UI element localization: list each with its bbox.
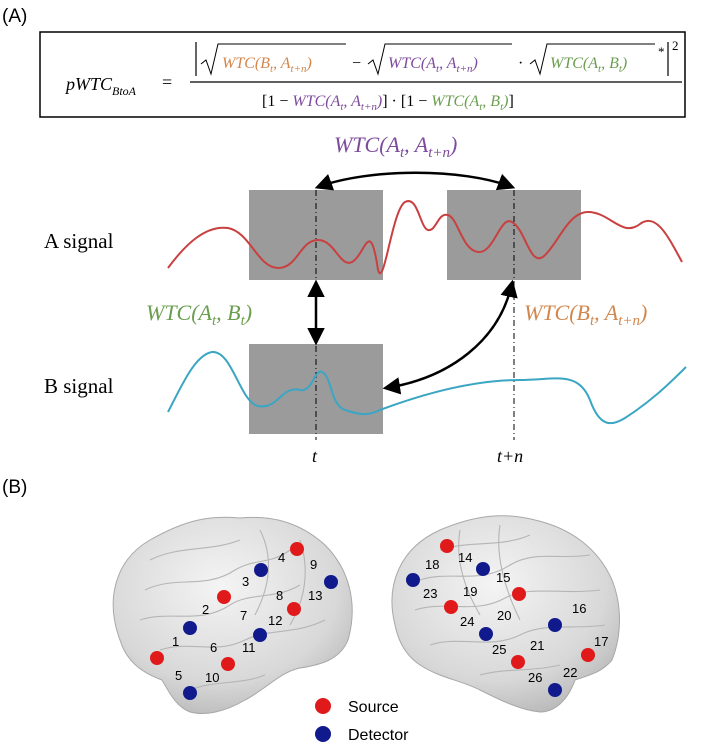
numerator-term-2: WTC(At, At+n) [388, 55, 478, 75]
numerator-dot: · [518, 55, 523, 72]
channel-number-label: 11 [242, 640, 256, 655]
channel-number-label: 23 [423, 586, 437, 601]
channel-number-label: 10 [205, 670, 219, 685]
detector-marker [324, 575, 338, 589]
formula-lhs: pWTCBtoA [64, 74, 137, 98]
formula-denominator: [1 − WTC(At, At+n)] · [1 − WTC(At, Bt)] [262, 93, 514, 113]
channel-number-label: 4 [278, 550, 285, 565]
source-marker [581, 648, 595, 662]
channel-number-label: 15 [496, 570, 510, 585]
channel-number-label: 24 [460, 614, 474, 629]
detector-marker [476, 562, 490, 576]
channel-number-label: 17 [594, 634, 608, 649]
right-brain-image [391, 515, 620, 713]
source-marker [217, 590, 231, 604]
channel-number-label: 8 [276, 588, 283, 603]
channel-number-label: 18 [425, 557, 439, 572]
channel-number-label: 14 [458, 550, 472, 565]
channel-number-label: 25 [492, 642, 506, 657]
source-marker [150, 651, 164, 665]
wtc-a-an-label: WTC(At, At+n) [334, 132, 457, 161]
numerator-term-3: WTC(At, Bt) [550, 55, 627, 75]
detector-marker [254, 563, 268, 577]
numerator-power: 2 [672, 38, 679, 53]
b-signal-label: B signal [44, 374, 114, 398]
legend: Source Detector [315, 698, 409, 744]
channel-number-label: 5 [175, 668, 182, 683]
formula-numerator: WTC(Bt, At+n) − WTC(At, At+n) · WTC(At, … [195, 38, 679, 76]
channel-number-label: 6 [210, 640, 217, 655]
source-marker [287, 602, 301, 616]
detector-marker [253, 628, 267, 642]
channel-number-label: 21 [530, 638, 544, 653]
signal-b-curve [167, 350, 687, 425]
channel-number-label: 1 [172, 634, 179, 649]
wtc-b-an-label: WTC(Bt, At+n) [524, 300, 647, 329]
legend-detector-marker [315, 726, 331, 742]
left-brain [112, 516, 353, 714]
right-brain-gyri [414, 524, 606, 676]
source-marker [290, 542, 304, 556]
channel-number-label: 7 [240, 608, 247, 623]
source-marker [221, 657, 235, 671]
channel-number-label: 13 [308, 588, 322, 603]
signal-diagram: A signal B signal WTC(At, At+n) WTC(At, … [44, 132, 687, 466]
source-marker [512, 587, 526, 601]
detector-marker [548, 683, 562, 697]
channel-number-label: 16 [572, 601, 586, 616]
tn-label: t+n [497, 446, 523, 466]
numerator-minus: − [352, 55, 361, 72]
channel-number-label: 22 [563, 665, 577, 680]
detector-marker [183, 686, 197, 700]
channel-number-label: 12 [268, 613, 282, 628]
channel-markers: 1234567891011121314151617181920212223242… [150, 539, 608, 700]
channel-number-label: 26 [528, 670, 542, 685]
channel-number-label: 3 [242, 574, 249, 589]
detector-marker [548, 618, 562, 632]
channel-number-label: 2 [202, 602, 209, 617]
numerator-conj: * [658, 44, 665, 59]
detector-marker [406, 573, 420, 587]
legend-source-marker [315, 698, 331, 714]
legend-detector-label: Detector [348, 727, 409, 744]
source-marker [511, 655, 525, 669]
source-marker [440, 539, 454, 553]
panel-b-label: (B) [2, 477, 27, 498]
right-brain [391, 515, 620, 713]
channel-number-label: 19 [463, 584, 477, 599]
formula-box: pWTCBtoA = WTC(Bt, At+n) − WTC(At, At+n)… [39, 31, 686, 118]
detector-marker [183, 621, 197, 635]
a-signal-label: A signal [44, 229, 114, 253]
panel-a-label: (A) [2, 6, 27, 27]
channel-number-label: 20 [497, 608, 511, 623]
formula-equals: = [162, 72, 172, 92]
arrow-a-to-a [314, 171, 516, 191]
t-label: t [312, 446, 318, 466]
wtc-a-b-label: WTC(At, Bt) [146, 300, 252, 329]
signal-a-curve [167, 200, 683, 275]
detector-marker [479, 627, 493, 641]
left-brain-image [112, 516, 353, 714]
arrow-b-to-an [382, 279, 518, 395]
numerator-term-1: WTC(Bt, At+n) [222, 55, 312, 75]
legend-source-label: Source [348, 699, 399, 716]
channel-number-label: 9 [310, 557, 317, 572]
source-marker [444, 600, 458, 614]
